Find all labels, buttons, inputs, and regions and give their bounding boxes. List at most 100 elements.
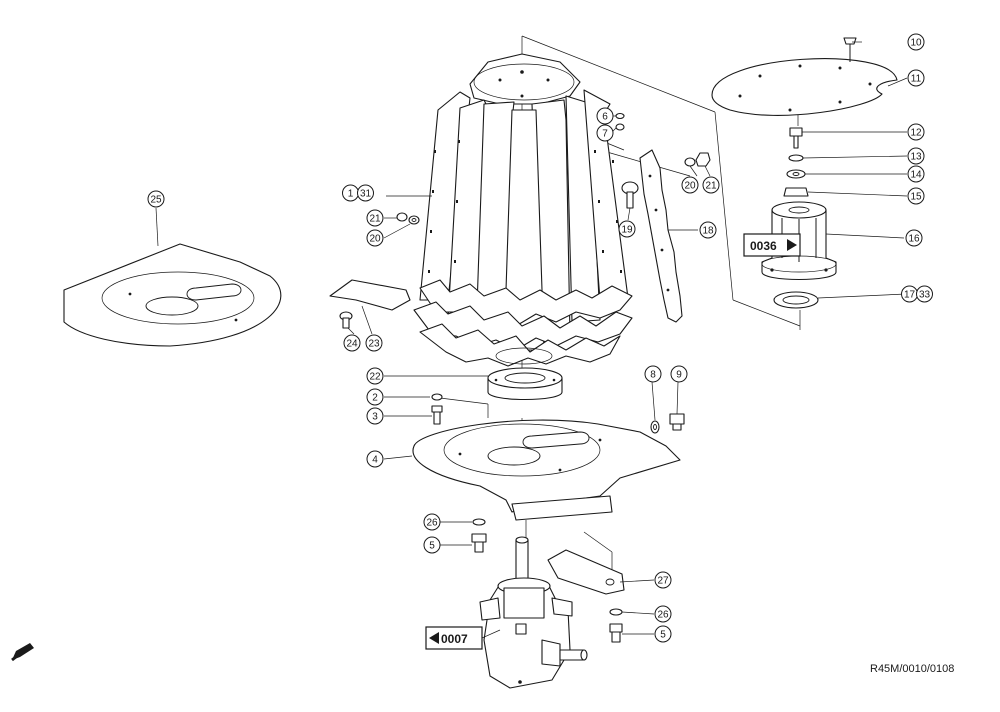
callout-21[interactable]: 21: [702, 176, 720, 194]
gearbox-bracket: [547, 549, 625, 595]
callout-number: 24: [346, 339, 358, 350]
callout-circle: [366, 407, 384, 425]
ref-box-0036[interactable]: 0036: [743, 233, 801, 257]
callout-circle: [654, 605, 672, 623]
arrow-right-icon: [787, 239, 797, 251]
callout-circle: [907, 69, 925, 87]
callout-8[interactable]: 8: [644, 365, 662, 383]
callout-circle: [699, 221, 717, 239]
callout-number: 2: [372, 393, 378, 404]
callout-circle: [147, 190, 165, 208]
callout-18[interactable]: 18: [699, 221, 717, 239]
callout-number: 3: [372, 412, 378, 423]
parts-drawing: [63, 35, 898, 689]
callout-24[interactable]: 24: [343, 334, 361, 352]
callout-circle: [681, 176, 699, 194]
callout-number: 12: [910, 128, 922, 139]
callout-6[interactable]: 6: [596, 107, 614, 125]
callout-circle: [670, 365, 688, 383]
callout-number: 20: [369, 234, 381, 245]
callout-circle: [423, 513, 441, 531]
blade-holes: [428, 140, 622, 273]
callout-10[interactable]: 10: [907, 33, 925, 51]
callout-23[interactable]: 23: [365, 334, 383, 352]
callout-number: 25: [150, 195, 162, 206]
left-washer-nut: [396, 212, 420, 225]
callout-14[interactable]: 14: [907, 165, 925, 183]
callout-number: 16: [908, 234, 920, 245]
base-bolt-left: [431, 393, 443, 425]
callout-number: 23: [368, 339, 380, 350]
callout-3[interactable]: 3: [366, 407, 384, 425]
callout-number: 14: [910, 170, 922, 181]
callout-2[interactable]: 2: [366, 388, 384, 406]
callout-11[interactable]: 11: [907, 69, 925, 87]
callout-circle: [907, 165, 925, 183]
base-bolt-right: [650, 413, 685, 434]
callout-12[interactable]: 12: [907, 123, 925, 141]
callout-number: 19: [621, 225, 633, 236]
callout-number: 11: [911, 74, 922, 85]
alternate-base-plate: [63, 243, 282, 347]
callout-27[interactable]: 27: [654, 571, 672, 589]
callout-25[interactable]: 25: [147, 190, 165, 208]
callout-20[interactable]: 20: [681, 176, 699, 194]
navigation-arrow-icon[interactable]: [11, 643, 34, 662]
seal-ring: [773, 291, 819, 309]
callout-5[interactable]: 5: [423, 536, 441, 554]
callout-number: 13: [910, 152, 922, 163]
callout-number: 8: [650, 370, 656, 381]
callout-circle: [905, 229, 923, 247]
callout-16[interactable]: 16: [905, 229, 923, 247]
callout-number: 9: [676, 370, 682, 381]
callout-circle: [702, 176, 720, 194]
callout-number: 26: [426, 518, 438, 529]
serrated-scraper: [639, 149, 683, 323]
drum-rotor: [413, 53, 633, 367]
callout-number: 17: [904, 290, 916, 301]
callout-number: 10: [910, 38, 922, 49]
callout-circle: [366, 388, 384, 406]
callout-circle: [423, 536, 441, 554]
right-washer-nut: [684, 152, 711, 167]
callout-circle: [365, 334, 383, 352]
callout-number: 18: [702, 226, 714, 237]
callout-circle: [366, 209, 384, 227]
callout-circle: [644, 365, 662, 383]
ref-box-0007-label: 0007: [441, 632, 468, 646]
drawing-code: R45M/0010/0108: [870, 663, 954, 675]
callout-number: 21: [369, 214, 381, 225]
callout-number: 21: [705, 181, 717, 192]
callout-9[interactable]: 9: [670, 365, 688, 383]
callout-22[interactable]: 22: [366, 367, 384, 385]
callout-circle: [596, 124, 614, 142]
callout-21[interactable]: 21: [366, 209, 384, 227]
callout-number: 4: [372, 455, 378, 466]
bearing-ring: [487, 367, 563, 401]
cover-plate: [711, 58, 898, 116]
callout-circle: [357, 184, 374, 202]
callout-7[interactable]: 7: [596, 124, 614, 142]
callout-15[interactable]: 15: [907, 187, 925, 205]
callout-13[interactable]: 13: [907, 147, 925, 165]
callout-number: 20: [684, 181, 696, 192]
callout-5[interactable]: 5: [654, 625, 672, 643]
ref-box-0007[interactable]: 0007: [425, 626, 483, 650]
callout-4[interactable]: 4: [366, 450, 384, 468]
callout-circle: [343, 334, 361, 352]
hub-fastener-stack: [783, 127, 809, 197]
callout-20[interactable]: 20: [366, 229, 384, 247]
callout-26[interactable]: 26: [654, 605, 672, 623]
callout-26[interactable]: 26: [423, 513, 441, 531]
gearbox-bolt-right: [609, 608, 623, 643]
callout-circle: [907, 147, 925, 165]
callout-19[interactable]: 19: [618, 220, 636, 238]
scraper-bolt: [621, 181, 639, 209]
callout-number: 33: [919, 290, 931, 301]
callout-number: 22: [369, 372, 381, 383]
callout-number: 1: [348, 189, 354, 200]
callout-circle: [366, 450, 384, 468]
